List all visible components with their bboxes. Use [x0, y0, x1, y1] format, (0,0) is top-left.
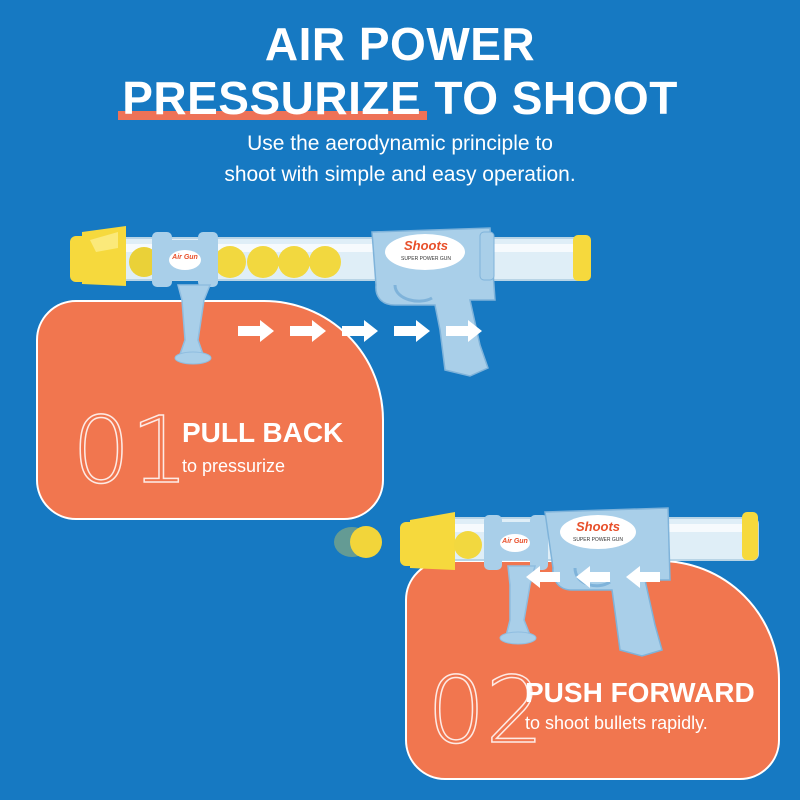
pump-handle-icon — [152, 232, 218, 365]
step-number-2: 02 — [426, 657, 545, 764]
subtitle-line1: Use the aerodynamic principle to — [247, 132, 553, 155]
highlight-underline — [118, 111, 428, 120]
gun-body-icon — [371, 227, 496, 377]
headline-line1: AIR POWER — [264, 18, 536, 70]
gun-logo-2: Shoots — [575, 519, 621, 534]
step-desc-2: to shoot bullets rapidly. — [525, 713, 708, 733]
headline-highlight-text: PRESSURIZE — [122, 72, 422, 124]
gun-logo-sub-2: SUPER POWER GUN — [572, 537, 623, 543]
flying-ball-icon — [334, 526, 382, 558]
arrow-left-icons — [526, 566, 660, 588]
step-card-2: 02 PUSH FORWARD to shoot bullets rapidly… — [405, 560, 780, 780]
gun-logo-sub-1: SUPER POWER GUN — [400, 256, 451, 262]
arrow-right-icons — [238, 320, 482, 342]
muzzle-cap-icon-2 — [400, 512, 455, 570]
headline-line2: PRESSURIZE TO SHOOT — [0, 72, 800, 124]
gun-logo-1: Shoots — [403, 238, 449, 253]
subtitle: Use the aerodynamic principle to shoot w… — [0, 128, 800, 190]
step-title-1: PULL BACK — [182, 417, 344, 448]
headline-highlight: PRESSURIZE — [118, 72, 428, 124]
step-title-2: PUSH FORWARD — [525, 677, 755, 708]
step-desc-1: to pressurize — [182, 456, 286, 476]
subtitle-line2: shoot with simple and easy operation. — [224, 163, 576, 186]
handle-logo-2: Air Gun — [502, 538, 528, 545]
pump-handle-icon-2 — [484, 515, 548, 645]
step-card-1: 01 PULL BACK to pressurize — [36, 300, 384, 520]
step-number-1: 01 — [71, 397, 190, 504]
tail-cap-icon — [573, 235, 591, 281]
headline-rest: TO SHOOT — [421, 72, 678, 124]
handle-logo-1: Air Gun — [172, 254, 198, 261]
tail-cap-icon-2 — [742, 512, 758, 560]
foam-balls-icon — [129, 246, 341, 278]
foam-ball-icon — [454, 531, 482, 559]
muzzle-cap-icon — [70, 226, 126, 286]
